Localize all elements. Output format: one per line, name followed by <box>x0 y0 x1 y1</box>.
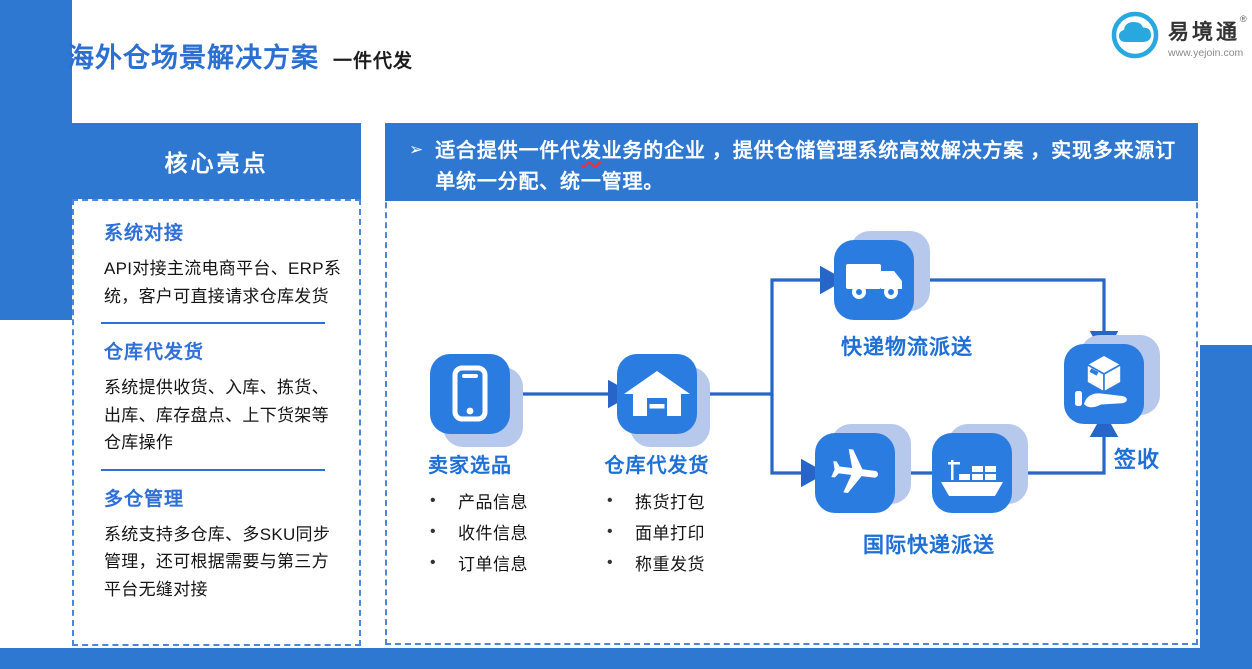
seller-bullet-list: •产品信息 •收件信息 •订单信息 <box>430 485 528 578</box>
ship-icon <box>932 433 1012 513</box>
express-node <box>834 231 930 320</box>
section-body: API对接主流电商平台、ERP系统，客户可直接请求仓库发货 <box>104 259 342 306</box>
section-body: 系统支持多仓库、多SKU同步管理，还可根据需要与第三方平台无缝对接 <box>104 524 331 599</box>
warehouse-bullet-list: •拣货打包 •面单打印 •称重发货 <box>607 485 705 578</box>
list-item: •收件信息 <box>430 522 528 544</box>
bullet-dot: • <box>430 553 437 571</box>
page-title: 海外仓场景解决方案 <box>67 43 319 73</box>
page-subtitle: 一件代发 <box>333 51 414 72</box>
bottom-frame-bar <box>0 648 1252 669</box>
registered-mark: ® <box>1240 14 1247 24</box>
phone-icon <box>430 354 510 434</box>
title-bar: 海外仓场景解决方案 一件代发 <box>44 36 413 75</box>
section-title: 系统对接 <box>104 223 185 244</box>
receive-node <box>1064 335 1160 424</box>
highlights-header: 核心亮点 <box>72 123 361 199</box>
list-item: •拣货打包 <box>607 491 705 513</box>
note-part2: 业务的企业 ，提供仓储管理系统高效解决方案 ，实现多来源订单统一分配、统一管理。 <box>435 140 1176 193</box>
list-item: •订单信息 <box>430 553 528 575</box>
section-multi-warehouse: 多仓管理 系统支持多仓库、多SKU同步管理，还可根据需要与第三方平台无缝对接 <box>104 484 343 604</box>
ship-node <box>932 424 1028 513</box>
section-divider <box>101 468 325 471</box>
main-panel: ➢ 适合提供一件代发业务的企业 ，提供仓储管理系统高效解决方案 ，实现多来源订单… <box>385 123 1198 645</box>
express-label: 快递物流派送 <box>841 336 973 359</box>
list-item: •面单打印 <box>607 522 705 544</box>
arrow-bullet-icon: ➢ <box>409 140 424 159</box>
note-banner: ➢ 适合提供一件代发业务的企业 ，提供仓储管理系统高效解决方案 ，实现多来源订单… <box>385 123 1198 201</box>
warehouse-node <box>617 354 710 447</box>
bullet-dot: • <box>607 522 614 540</box>
seller-node <box>430 354 523 447</box>
international-label: 国际快递派送 <box>863 534 995 557</box>
list-item: •产品信息 <box>430 491 528 513</box>
cloud-logo-icon <box>1108 8 1162 67</box>
seller-label: 卖家选品 <box>428 455 512 477</box>
note-part1: 适合提供一件代 <box>435 140 581 162</box>
bullet-dot: • <box>607 491 614 509</box>
note-highlighted-char: 发 <box>580 140 602 162</box>
title-accent-bar <box>44 42 53 73</box>
warehouse-label: 仓库代发货 <box>604 455 710 477</box>
bullet-dot: • <box>430 491 437 509</box>
brand-logo: 易境通 ® www.yejoin.com <box>1108 8 1247 67</box>
bullet-dot: • <box>430 522 437 540</box>
brand-url: www.yejoin.com <box>1168 47 1244 59</box>
highlights-panel: 系统对接 API对接主流电商平台、ERP系统，客户可直接请求仓库发货 仓库代发货… <box>72 199 361 646</box>
receive-label: 签收 <box>1114 447 1161 472</box>
section-title: 仓库代发货 <box>104 342 205 364</box>
plane-icon <box>815 433 895 513</box>
left-frame-bar <box>0 0 72 320</box>
warehouse-icon <box>617 354 697 434</box>
package-hand-icon <box>1064 344 1144 424</box>
right-frame-bar <box>1200 345 1252 669</box>
list-item: •称重发货 <box>607 553 705 575</box>
section-title: 多仓管理 <box>104 488 185 510</box>
brand-text: 易境通 ® www.yejoin.com <box>1168 14 1247 59</box>
bullet-dot: • <box>607 553 614 571</box>
section-warehouse-fulfillment: 仓库代发货 系统提供收货、入库、拣货、出库、库存盘点、上下货架等仓库操作 <box>104 337 343 457</box>
section-system-integration: 系统对接 API对接主流电商平台、ERP系统，客户可直接请求仓库发货 <box>104 218 343 310</box>
truck-icon <box>834 240 914 320</box>
brand-name: 易境通 <box>1168 21 1240 44</box>
note-text: 适合提供一件代发业务的企业 ，提供仓储管理系统高效解决方案 ，实现多来源订单统一… <box>435 136 1178 201</box>
plane-node <box>815 424 911 513</box>
section-body: 系统提供收货、入库、拣货、出库、库存盘点、上下货架等仓库操作 <box>104 378 329 453</box>
section-divider <box>101 322 325 325</box>
